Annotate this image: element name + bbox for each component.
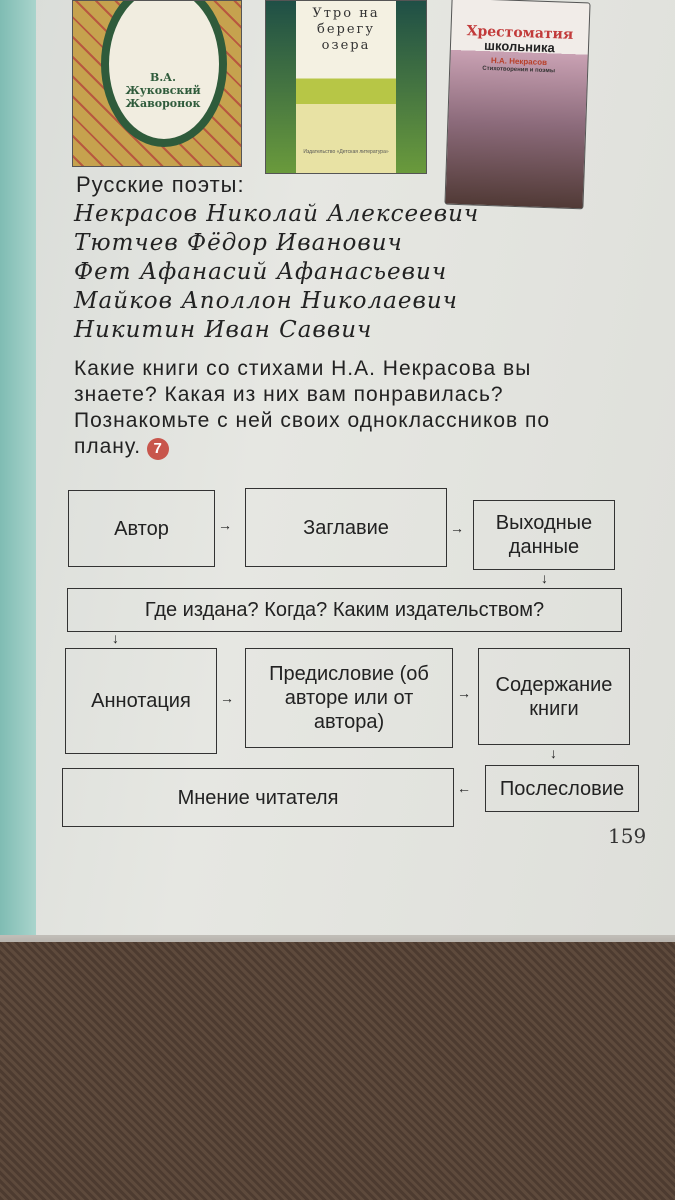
arrow-left-icon: ←: [457, 780, 471, 796]
arrow-down-icon: ↓: [541, 570, 548, 586]
arrow-right-icon: →: [457, 685, 471, 701]
poets-heading: Русские поэты:: [76, 172, 245, 197]
plan-box-title: Заглавие: [245, 488, 447, 567]
poet-item: Тютчев Фёдор Иванович: [74, 230, 403, 256]
plan-box-where: Где издана? Когда? Каким издательством?: [67, 588, 622, 632]
plan-box-imprint: Выходные данные: [473, 500, 615, 570]
page-margin-strip: [0, 0, 36, 935]
arrow-down-icon: ↓: [112, 630, 119, 646]
arrow-down-icon: ↓: [550, 745, 557, 761]
poets-list: Некрасов Николай Алексеевич Тютчев Фёдор…: [74, 200, 479, 345]
question-text: Какие книги со стихами Н.А. Некрасова вы…: [74, 357, 551, 458]
plan-box-afterword: Послесловие: [485, 765, 639, 812]
arrow-right-icon: →: [450, 520, 464, 536]
poet-item: Майков Аполлон Николаевич: [74, 288, 458, 314]
poet-item: Фет Афанасий Афанасьевич: [74, 259, 448, 285]
book-cover-khrestomatiya: Хрестоматия школьника Н.А. Некрасов Стих…: [444, 0, 591, 210]
page-number: 159: [608, 824, 647, 848]
arrow-right-icon: →: [218, 517, 232, 533]
plan-box-opinion: Мнение читателя: [62, 768, 454, 827]
poet-item: Некрасов Николай Алексеевич: [74, 201, 480, 227]
cover-publisher: Издательство «Детская литература»: [303, 149, 389, 155]
cover-title: Утро на берегу озера: [312, 6, 380, 53]
book-cover-utro: Утро на берегу озера Издательство «Детск…: [265, 0, 427, 174]
task-badge: 7: [147, 438, 170, 460]
plan-box-contents: Содержание книги: [478, 648, 630, 745]
question-paragraph: Какие книги со стихами Н.А. Некрасова вы…: [74, 356, 619, 460]
carpet-background: [0, 940, 675, 1200]
plan-box-preface: Предисловие (об авторе или от автора): [245, 648, 453, 748]
plan-box-annotation: Аннотация: [65, 648, 217, 754]
cover-author: В.А. Жуковский: [125, 71, 201, 97]
poet-item: Никитин Иван Саввич: [74, 317, 373, 343]
arrow-right-icon: →: [220, 690, 234, 706]
cover-title: Жаворонок: [125, 97, 201, 110]
plan-box-author: Автор: [68, 490, 215, 567]
